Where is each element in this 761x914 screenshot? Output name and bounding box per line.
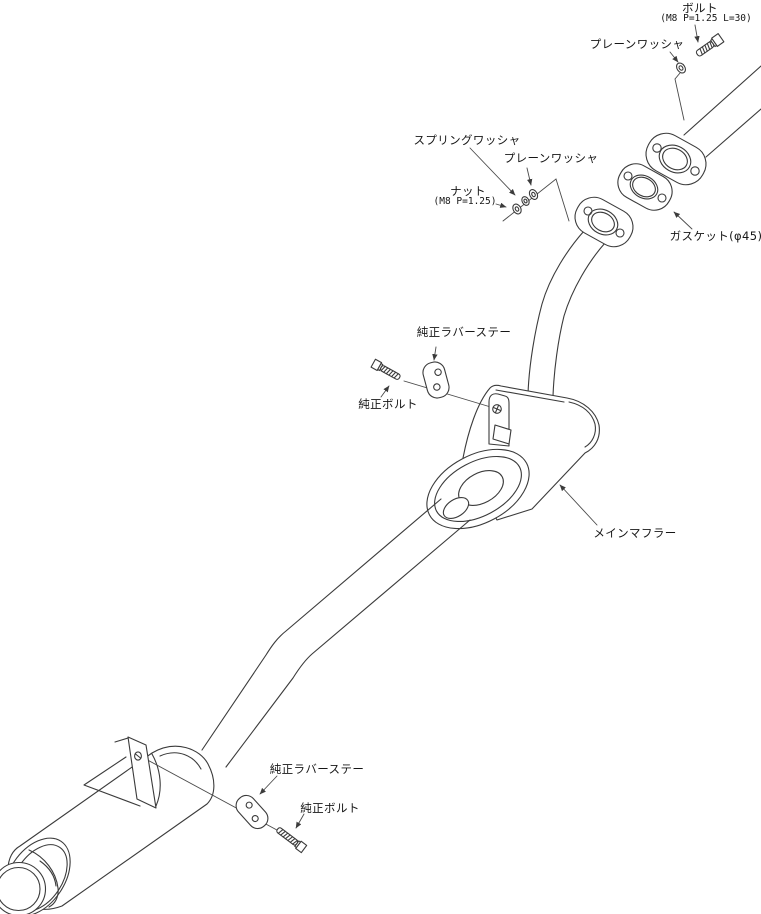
label-oem-bolt-rear: 純正ボルト: [300, 801, 360, 815]
leader-main-muffler: [559, 484, 598, 526]
label-plain-washer-top: プレーンワッシャ: [590, 37, 685, 51]
leader-nut: [495, 202, 507, 208]
main-muffler-bracket: [488, 393, 512, 447]
leader-oem-bolt-mid: [380, 385, 390, 398]
leader-bolt: [694, 24, 700, 43]
gasket-plate: [617, 163, 673, 211]
rear-rubber-stay: [235, 794, 269, 830]
label-oem-bolt-mid: 純正ボルト: [358, 397, 418, 411]
spring-washer: [521, 196, 530, 206]
labels: ボルト (M8 P=1.25 L=30) プレーンワッシャ スプリングワッシャ …: [270, 1, 761, 815]
leader-plain-washer-top: [669, 51, 679, 63]
label-nut: ナット: [450, 184, 486, 198]
label-plain-washer-mid: プレーンワッシャ: [504, 151, 599, 165]
muffler-inlet-flange: [574, 196, 634, 248]
label-main-muffler: メインマフラー: [593, 526, 676, 540]
main-muffler-face: [426, 448, 530, 530]
label-rubber-stay-mid: 純正ラバーステー: [417, 325, 512, 339]
rear-muffler-bracket: [83, 736, 157, 809]
front-pipe-flange: [645, 132, 707, 186]
bolt-axis-line: [674, 72, 685, 121]
leader-gasket: [673, 211, 693, 230]
leader-spring-washer: [469, 147, 516, 196]
bolt-m8: [695, 33, 725, 57]
leader-rubber-stay-rear: [259, 775, 278, 795]
muffler-inlet-pipe: [527, 230, 606, 397]
plain-washer-top: [676, 62, 686, 74]
label-nut-spec: (M8 P=1.25): [434, 196, 497, 207]
leader-rubber-stay-mid: [432, 346, 438, 361]
label-gasket: ガスケット(φ45): [670, 229, 761, 243]
label-rubber-stay-rear: 純正ラバーステー: [270, 762, 365, 776]
leader-lines: [259, 24, 700, 829]
front-pipe: [683, 65, 761, 158]
rear-muffler-endcap: [0, 837, 71, 914]
mid-rubber-stay: [422, 361, 450, 399]
exhaust-tip: [0, 861, 47, 914]
label-spring-washer: スプリングワッシャ: [413, 133, 520, 147]
leader-plain-washer-mid: [526, 167, 533, 186]
mid-hanger-axis: [403, 380, 495, 409]
leader-oem-bolt-rear: [295, 813, 305, 829]
nut-axis-line: [502, 178, 570, 222]
label-bolt: ボルト: [682, 1, 718, 15]
label-bolt-spec: (M8 P=1.25 L=30): [660, 13, 752, 24]
plain-washer-mid: [528, 189, 539, 200]
mid-oem-bolt: [370, 358, 401, 380]
outlet-pipe: [201, 498, 471, 768]
rear-oem-bolt: [276, 827, 308, 854]
nut-m8: [512, 203, 522, 215]
outlet-opening: [442, 497, 470, 519]
